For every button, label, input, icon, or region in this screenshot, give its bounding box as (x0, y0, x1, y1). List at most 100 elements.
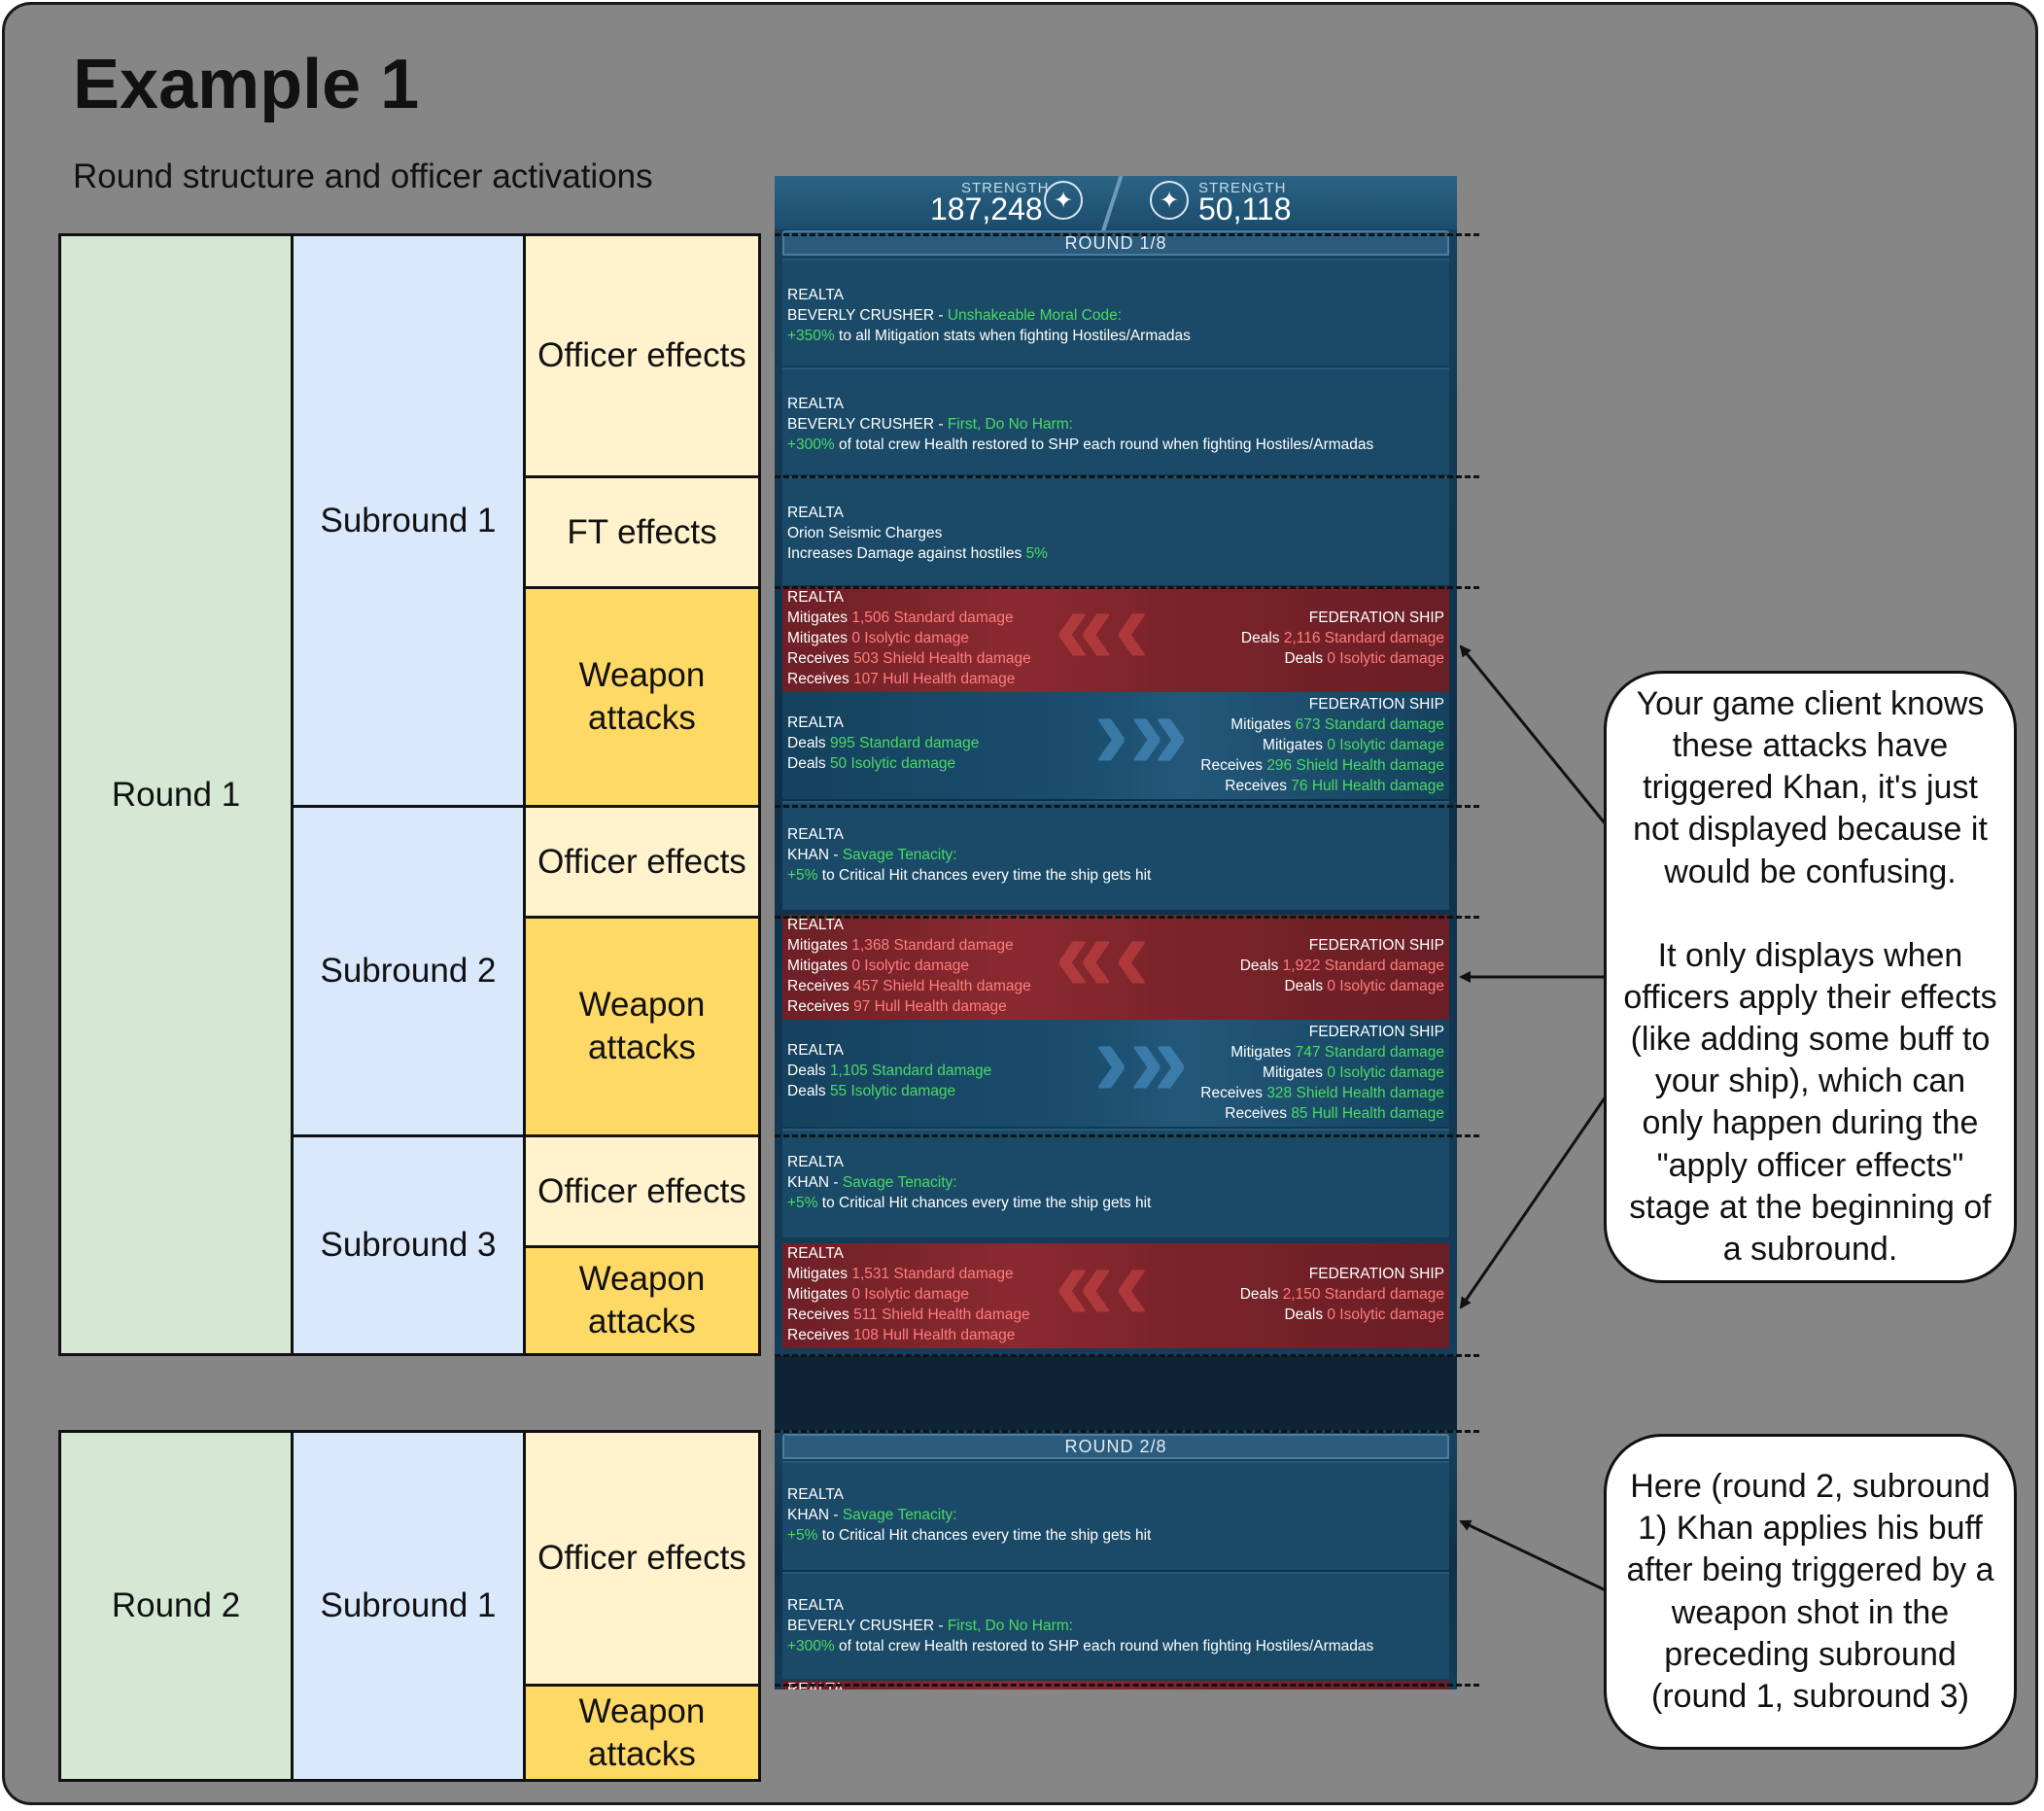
s2-officer-effects-cell: Officer effects (523, 805, 761, 919)
stat-label: Deals (787, 755, 830, 772)
space-background-gap (775, 1356, 1457, 1430)
stat-value: 85 Hull Health damage (1291, 1105, 1444, 1122)
ft-entry-seismic: REALTA Orion Seismic Charges Increases D… (782, 476, 1449, 585)
s2-weapon-attacks-label: Weapon attacks (578, 986, 706, 1066)
stat-value: 457 Shield Health damage (853, 978, 1031, 994)
combat-log-panel-round-2: ROUND 2/8 REALTA KHAN - Savage Tenacity:… (775, 1430, 1457, 1689)
callout-bubble-top: Your game client knows these attacks hav… (1604, 671, 2017, 1283)
ft-name: Orion Seismic Charges (787, 525, 943, 541)
stat-value: 328 Shield Health damage (1266, 1085, 1444, 1101)
enemy-ship-name: FEDERATION SHIP (1308, 609, 1444, 626)
stat-value: 0 Isolytic damage (851, 1286, 969, 1303)
s1-weapon-attacks-cell: Weapon attacks (523, 586, 761, 808)
stat-label: Receives (1200, 1085, 1267, 1101)
stat-value: 1,506 Standard damage (851, 609, 1014, 626)
entry-ship-name: REALTA (787, 1486, 844, 1503)
stat-value: 50 Isolytic damage (829, 755, 956, 772)
dashed-separator (775, 1354, 1479, 1357)
strength-label-left: STRENGTH (961, 180, 1050, 196)
subround-1-label: Subround 1 (320, 501, 497, 540)
stat-label: Deals (1239, 958, 1283, 974)
enemy-ship-name: FEDERATION SHIP (1308, 937, 1444, 954)
stat-label: Deals (1284, 978, 1328, 994)
effect-value: +5% (787, 1527, 818, 1544)
stat-label: Receives (787, 1306, 854, 1323)
entry-ship-name: REALTA (787, 287, 844, 303)
round-2-label: Round 2 (111, 1586, 241, 1625)
entry-ship-name: REALTA (787, 396, 844, 412)
strength-value-right: 50,118 (1198, 192, 1292, 226)
callout-top-text: Your game client knows these attacks hav… (1623, 683, 1996, 1271)
officer-name: BEVERLY CRUSHER - (787, 307, 948, 324)
subround-3-label: Subround 3 (320, 1226, 497, 1265)
chevron-right-icon: ›» (1093, 672, 1189, 791)
stat-value: 503 Shield Health damage (853, 650, 1031, 667)
effect-value: +300% (787, 1638, 835, 1654)
stat-label: Mitigates (1230, 1044, 1296, 1061)
dashed-separator (775, 233, 1479, 236)
stat-value: 0 Isolytic damage (851, 630, 969, 646)
diagram-subtitle: Round structure and officer activations (73, 157, 653, 195)
ability-name: First, Do No Harm: (947, 1618, 1073, 1634)
ability-name: Unshakeable Moral Code: (947, 307, 1123, 324)
stat-value: 108 Hull Health damage (853, 1327, 1016, 1343)
stat-label: Deals (787, 1062, 830, 1079)
stat-label: Mitigates (787, 1266, 852, 1282)
stat-label: Mitigates (787, 937, 852, 954)
stat-label: Mitigates (1230, 716, 1296, 733)
stat-value: 0 Isolytic damage (851, 958, 969, 974)
subround-3-cell: Subround 3 (291, 1134, 526, 1356)
strength-value-left: 187,248 (930, 192, 1043, 226)
officer-name: KHAN - (787, 847, 843, 863)
arrow-to-khan-round-2 (1459, 1519, 1607, 1592)
effect-value: +300% (787, 436, 835, 453)
entry-ship-name: REALTA (787, 505, 844, 521)
effect-value: +350% (787, 328, 835, 344)
stat-value: 1,368 Standard damage (851, 937, 1014, 954)
subround-2-label: Subround 2 (320, 952, 497, 991)
stat-label: Receives (787, 650, 854, 667)
entry-ship-name: REALTA (787, 714, 844, 731)
ability-name: First, Do No Harm: (947, 416, 1073, 433)
stat-label: Receives (787, 1327, 854, 1343)
s2-weapon-attacks-cell: Weapon attacks (523, 916, 761, 1137)
r2-weapon-attacks-label: Weapon attacks (578, 1691, 706, 1773)
officer-name: BEVERLY CRUSHER - (787, 1618, 948, 1634)
officer-entry-khan-1: REALTA KHAN - Savage Tenacity: +5% to Cr… (782, 801, 1449, 910)
stat-value: 747 Standard damage (1295, 1044, 1444, 1061)
stat-label: Receives (1200, 757, 1267, 774)
effect-text: to Critical Hit chances every time the s… (817, 867, 1152, 884)
stat-label: Mitigates (787, 609, 852, 626)
stat-label: Receives (787, 978, 854, 994)
ability-name: Savage Tenacity: (842, 1507, 957, 1523)
stat-value: 511 Shield Health damage (853, 1306, 1030, 1323)
stat-label: Deals (1284, 650, 1328, 667)
chevron-left-icon: «‹ (1055, 567, 1150, 686)
effect-text: of total crew Health restored to SHP eac… (834, 436, 1374, 453)
strength-header: STRENGTH 187,248 ✦ ✦ STRENGTH 50,118 (775, 176, 1457, 234)
subround-1-cell: Subround 1 (291, 233, 526, 808)
effect-text: to all Mitigation stats when fighting Ho… (834, 328, 1191, 344)
callout-line: stage at the beginning of (1629, 1188, 1992, 1226)
stat-label: Receives (787, 998, 854, 1015)
stat-value: 1,531 Standard damage (851, 1266, 1014, 1282)
stat-value: 995 Standard damage (829, 735, 980, 751)
dashed-separator (775, 1430, 1479, 1433)
stat-label: Deals (787, 1083, 830, 1099)
callout-line: 1) Khan applies his buff (1638, 1510, 1983, 1548)
callout-line: would be confusing. (1664, 853, 1957, 890)
ability-name: Savage Tenacity: (842, 847, 957, 863)
stat-value: 55 Isolytic damage (829, 1083, 956, 1099)
callout-line: officers apply their effects (1623, 978, 1997, 1016)
stat-label: Deals (1284, 1306, 1328, 1323)
stat-value: 0 Isolytic damage (1327, 978, 1444, 994)
callout-line: preceding subround (1664, 1635, 1957, 1673)
effect-value: +5% (787, 867, 818, 884)
stat-label: Receives (787, 671, 854, 687)
strength-label-right: STRENGTH (1198, 180, 1287, 196)
s1-weapon-attacks-label: Weapon attacks (578, 656, 706, 737)
s3-officer-effects-label: Officer effects (537, 1171, 746, 1210)
dashed-separator (775, 1134, 1479, 1137)
enemy-ship-name: FEDERATION SHIP (1308, 696, 1444, 713)
r2-weapon-attacks-cell: Weapon attacks (523, 1684, 761, 1782)
